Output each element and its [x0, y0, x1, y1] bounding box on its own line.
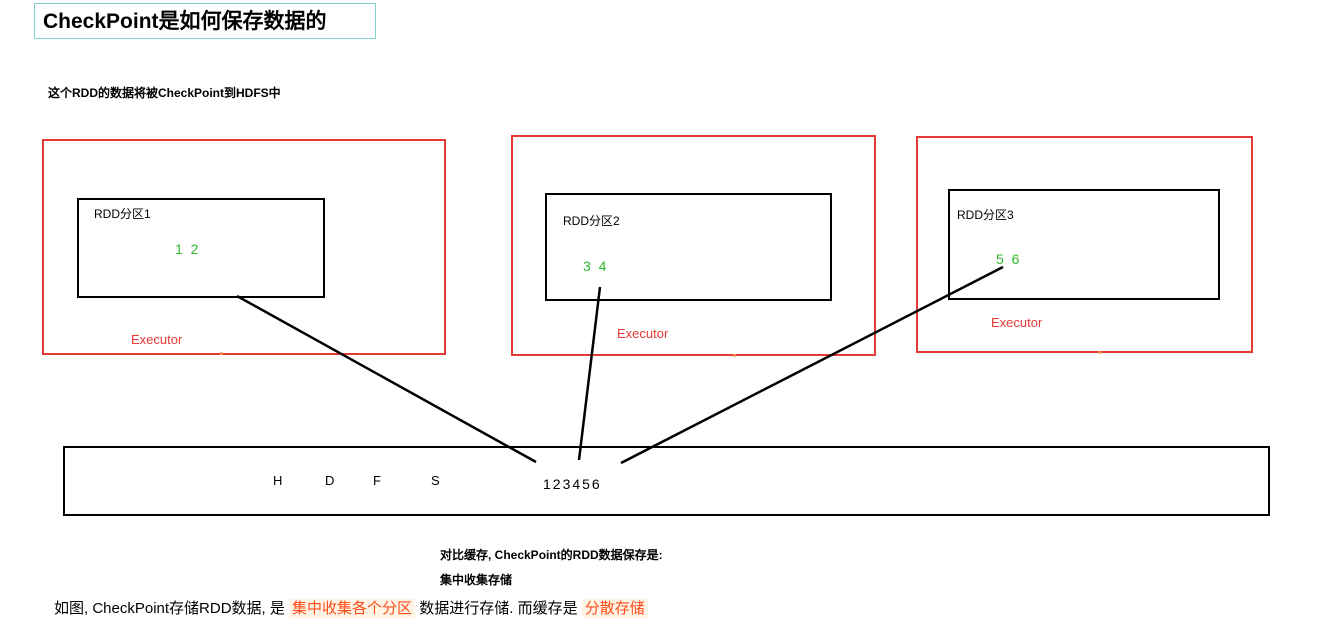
partition-data-3: 5 6 [996, 251, 1022, 267]
intro-text: 这个RDD的数据将被CheckPoint到HDFS中 [48, 86, 281, 100]
hdfs-box [63, 446, 1270, 516]
orange-dot-3 [1098, 351, 1101, 354]
executor-label-1: Executor [131, 332, 183, 347]
summary-highlight-1: 集中收集各个分区 [289, 599, 416, 618]
hdfs-data: 123456 [543, 476, 602, 492]
executor-box-2 [511, 135, 876, 356]
partition-data-1: 1 2 [175, 241, 201, 257]
executor-box-3 [916, 136, 1253, 353]
hdfs-letter-s: S [431, 473, 440, 488]
partition-box-2 [545, 193, 832, 301]
hdfs-letter-d: D [325, 473, 335, 488]
connector-line-3 [620, 265, 1004, 465]
note-line-1: 对比缓存, CheckPoint的RDD数据保存是: [440, 548, 663, 562]
executor-label-2: Executor [617, 326, 669, 341]
partition-label-1: RDD分区1 [94, 207, 151, 221]
summary-text: 如图, CheckPoint存储RDD数据, 是 集中收集各个分区 数据进行存储… [54, 597, 648, 618]
partition-label-2: RDD分区2 [563, 214, 620, 228]
partition-label-3: RDD分区3 [957, 208, 1014, 222]
summary-prefix: 如图, CheckPoint存储RDD数据, 是 [54, 600, 290, 617]
executor-box-1 [42, 139, 446, 355]
hdfs-letter-f: F [373, 473, 381, 488]
partition-box-1 [77, 198, 325, 298]
executor-label-3: Executor [991, 315, 1043, 330]
hdfs-letter-h: H [273, 473, 283, 488]
summary-highlight-2: 分散存储 [581, 599, 648, 618]
partition-data-2: 3 4 [583, 258, 609, 274]
page-title: CheckPoint是如何保存数据的 [34, 3, 376, 39]
partition-box-3 [948, 189, 1220, 300]
connector-line-2 [577, 286, 602, 461]
connector-line-1 [236, 294, 537, 464]
orange-dot-2 [733, 354, 736, 357]
orange-dot-1 [220, 352, 223, 355]
summary-middle: 数据进行存储. 而缓存是 [415, 600, 582, 617]
note-line-2: 集中收集存储 [440, 573, 513, 587]
